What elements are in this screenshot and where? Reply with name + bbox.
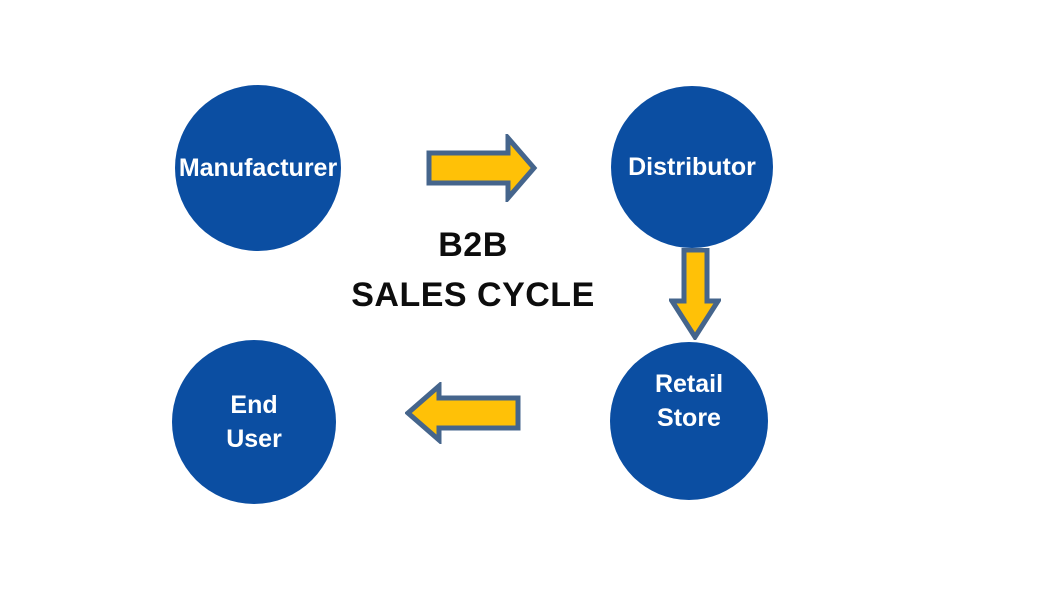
left-arrow-shape <box>405 382 521 444</box>
node-retail-store: Retail Store <box>610 342 768 500</box>
arrow-manufacturer-to-distributor-icon <box>426 134 538 202</box>
down-arrow-shape <box>669 248 721 340</box>
right-arrow-shape <box>426 134 538 202</box>
node-distributor: Distributor <box>611 86 773 248</box>
diagram-title: B2B SALES CYCLE <box>320 220 626 320</box>
node-manufacturer-label: Manufacturer <box>178 153 338 182</box>
node-end-user: End User <box>172 340 336 504</box>
node-retail-store-label: Retail Store <box>655 367 723 435</box>
node-retail-store-label-line2: Store <box>657 404 721 432</box>
node-end-user-label: End User <box>226 388 282 456</box>
node-manufacturer: Manufacturer <box>175 85 341 251</box>
node-end-user-label-line2: User <box>226 425 282 453</box>
arrow-distributor-to-retail-store-icon <box>669 248 721 340</box>
node-retail-store-label-line1: Retail <box>654 370 724 398</box>
diagram-title-line1: B2B <box>438 226 508 264</box>
arrow-retail-store-to-end-user-icon <box>405 382 521 444</box>
diagram-title-line2: SALES CYCLE <box>351 276 595 314</box>
node-distributor-label: Distributor <box>628 152 756 181</box>
node-end-user-label-line1: End <box>230 391 278 419</box>
